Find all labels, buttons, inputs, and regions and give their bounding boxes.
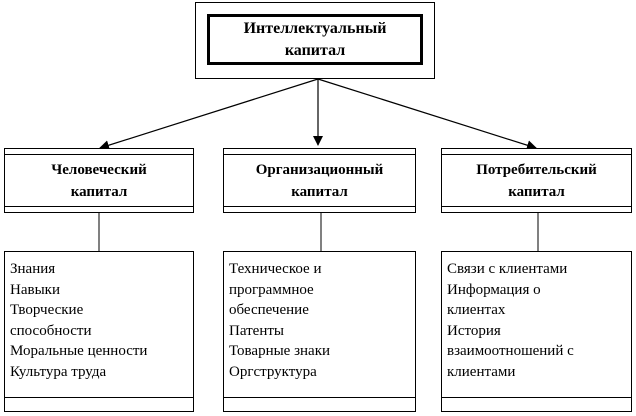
root-node-label: Интеллектуальный капитал [243, 19, 387, 59]
category-organizational-capital: Организационный капитал [223, 148, 416, 213]
list-item: Знания [10, 261, 56, 277]
root-node: Интеллектуальный капитал [207, 14, 423, 65]
list-divider [224, 397, 415, 398]
category-consumer-capital: Потребительский капитал [441, 148, 632, 213]
list-item: Оргструктура [229, 363, 317, 380]
list-item: История взаимоотношений с клиентами [447, 322, 574, 380]
list-item: Творческие способности [10, 302, 92, 339]
category-organizational-capital-label: Организационный капитал [224, 154, 415, 207]
list-item: Информация о клиентах [447, 281, 541, 319]
category-human-capital-label: Человеческий капитал [5, 154, 193, 207]
list-item: Связи с клиентами [447, 261, 568, 277]
list-divider [5, 397, 193, 398]
arrow-to-human-capital [99, 78, 319, 151]
category-consumer-capital-label: Потребительский капитал [442, 154, 631, 207]
list-human-capital: Знания Навыки Творческие способности Мор… [4, 251, 194, 412]
list-item: Моральные ценности [10, 343, 148, 359]
list-item: Навыки [10, 281, 60, 298]
list-item: Культура труда [10, 363, 107, 380]
list-consumer-capital: Связи с клиентами Информация о клиентах … [441, 251, 632, 412]
list-organizational-capital: Техническое и программное обеспечение Па… [223, 251, 416, 412]
list-item: Патенты [229, 322, 284, 339]
arrow-to-consumer-capital [317, 78, 537, 151]
category-human-capital: Человеческий капитал [4, 148, 194, 213]
list-divider [442, 397, 631, 398]
list-item: Техническое и программное обеспечение [229, 261, 322, 318]
list-item: Товарные знаки [229, 343, 331, 359]
